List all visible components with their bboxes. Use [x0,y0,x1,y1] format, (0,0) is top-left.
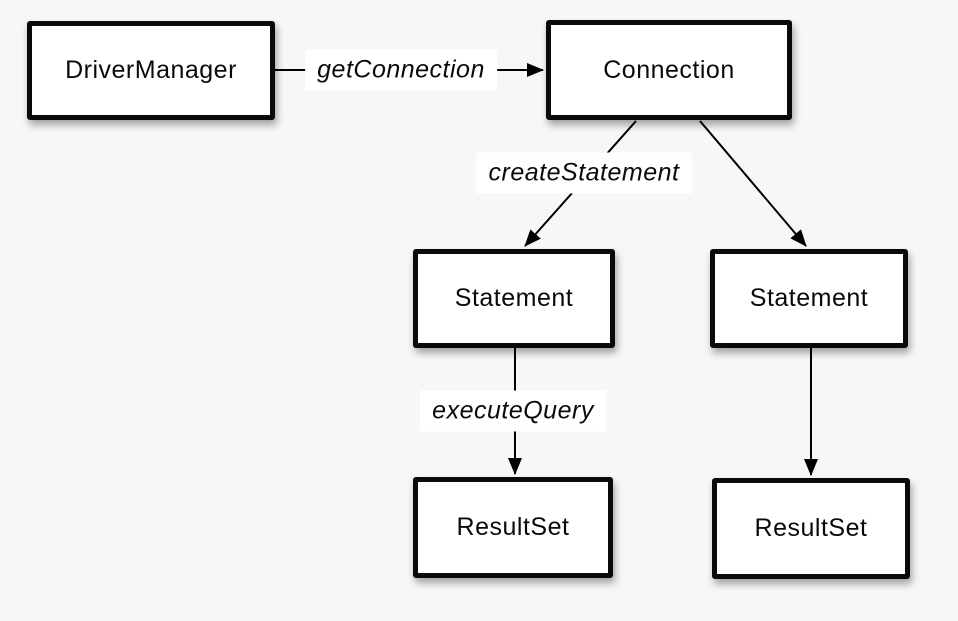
node-statement-right: Statement [710,249,908,348]
node-statement-left-label: Statement [454,284,574,312]
node-statement-left: Statement [413,249,615,348]
edge-label-createstatement: createStatement [476,152,692,194]
edge-connection-to-statement-right-arrow [699,120,807,247]
node-resultset-left-label: ResultSet [456,513,570,541]
node-drivermanager: DriverManager [27,21,275,120]
node-statement-right-label: Statement [749,284,869,312]
node-resultset-right: ResultSet [712,478,910,579]
node-drivermanager-label: DriverManager [65,56,237,84]
edge-label-executequery: executeQuery [420,390,606,432]
edge-label-getconnection: getConnection [305,49,497,91]
node-connection: Connection [546,20,792,120]
node-resultset-left: ResultSet [413,477,613,578]
node-connection-label: Connection [603,55,735,84]
node-resultset-right-label: ResultSet [754,514,868,542]
